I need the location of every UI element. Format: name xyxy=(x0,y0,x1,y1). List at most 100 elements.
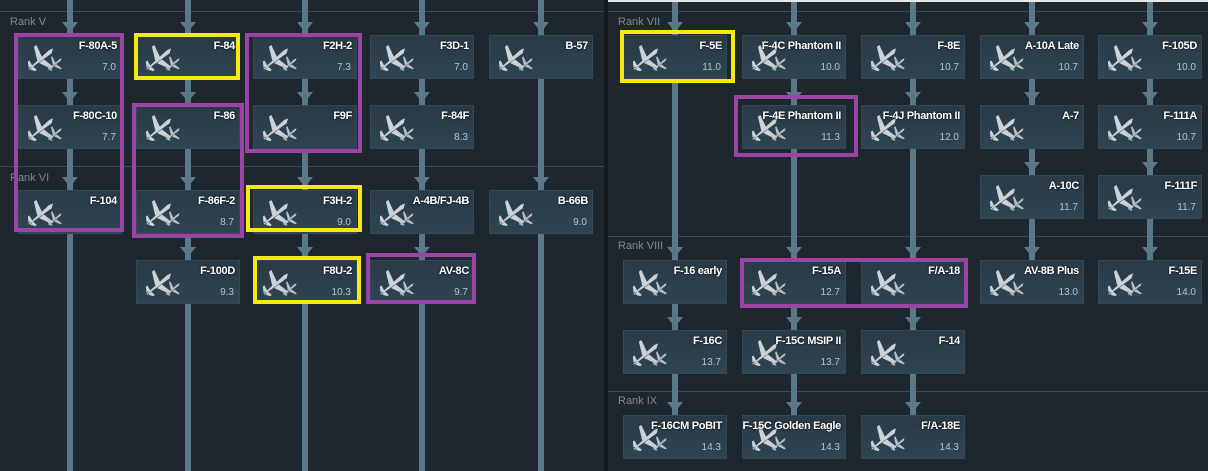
vehicle-card[interactable]: F-84 xyxy=(136,35,240,79)
vehicle-name: F-15C Golden Eagle xyxy=(742,420,841,432)
arrow-down-icon xyxy=(905,92,921,102)
arrow-down-icon xyxy=(905,317,921,327)
arrow-down-icon xyxy=(786,317,802,327)
vehicle-name: AV-8B Plus xyxy=(1024,265,1079,277)
aircraft-icon xyxy=(379,44,414,72)
arrow-down-icon xyxy=(180,22,196,32)
aircraft-icon xyxy=(498,44,533,72)
vehicle-card[interactable]: F9F xyxy=(253,105,357,149)
aircraft-icon xyxy=(379,269,414,297)
aircraft-icon xyxy=(989,114,1024,142)
arrow-down-icon xyxy=(180,247,196,257)
vehicle-name: F-16CM PoBIT xyxy=(651,420,722,432)
vehicle-name: F-15C MSIP II xyxy=(775,335,841,347)
vehicle-name: F-84 xyxy=(213,40,236,52)
battle-rating: 7.0 xyxy=(102,62,116,73)
vehicle-card[interactable]: F-16 early xyxy=(623,260,727,304)
aircraft-icon xyxy=(27,114,62,142)
tree-connector-line xyxy=(419,0,425,471)
battle-rating: 11.3 xyxy=(821,132,840,143)
vehicle-name: F-14 xyxy=(938,335,961,347)
aircraft-icon xyxy=(870,269,905,297)
vehicle-card[interactable]: B-57 xyxy=(489,35,593,79)
vehicle-card[interactable]: F-80A-5 7.0 xyxy=(18,35,122,79)
aircraft-icon xyxy=(262,269,297,297)
vehicle-card[interactable]: F/A-18 xyxy=(861,260,965,304)
rank-label: Rank VIII xyxy=(618,240,664,252)
vehicle-name: F/A-18 xyxy=(928,265,960,277)
vehicle-name: A-10A Late xyxy=(1024,40,1079,52)
arrow-down-icon xyxy=(297,22,313,32)
vehicle-card[interactable]: F-86 xyxy=(136,105,240,149)
aircraft-icon xyxy=(262,44,297,72)
aircraft-icon xyxy=(870,44,905,72)
battle-rating: 13.7 xyxy=(820,357,840,368)
aircraft-icon xyxy=(1107,44,1142,72)
arrow-down-icon xyxy=(905,22,921,32)
battle-rating: 10.0 xyxy=(820,62,840,73)
vehicle-name: A-10C xyxy=(1048,180,1080,192)
vehicle-name: F-80A-5 xyxy=(78,40,118,52)
aircraft-icon xyxy=(632,339,667,367)
arrow-down-icon xyxy=(62,92,78,102)
arrow-down-icon xyxy=(786,92,802,102)
vehicle-card[interactable]: F-15C MSIP II 13.7 xyxy=(742,330,846,374)
vehicle-name: F-104 xyxy=(89,195,118,207)
battle-rating: 11.0 xyxy=(702,62,721,73)
rank-divider xyxy=(608,11,1208,12)
aircraft-icon xyxy=(989,269,1024,297)
aircraft-icon xyxy=(632,424,667,452)
aircraft-icon xyxy=(751,424,786,452)
battle-rating: 12.7 xyxy=(820,287,840,298)
arrow-down-icon xyxy=(414,22,430,32)
vehicle-name: F-111F xyxy=(1164,180,1198,192)
vehicle-name: F-111A xyxy=(1163,110,1197,122)
battle-rating: 10.0 xyxy=(1176,62,1196,73)
battle-rating: 9.0 xyxy=(573,217,587,228)
aircraft-icon xyxy=(632,269,667,297)
arrow-down-icon xyxy=(1024,162,1040,172)
vehicle-name: F-8E xyxy=(937,40,960,52)
tree-connector-line xyxy=(67,0,73,471)
aircraft-icon xyxy=(1107,184,1142,212)
vehicle-card[interactable]: F-14 xyxy=(861,330,965,374)
vehicle-card[interactable]: F-104 xyxy=(18,190,122,234)
rank-label: Rank VII xyxy=(618,16,661,28)
battle-rating: 10.7 xyxy=(1176,132,1196,143)
vehicle-card[interactable]: F-15A 12.7 xyxy=(742,260,846,304)
vehicle-name: F8U-2 xyxy=(322,265,352,277)
vehicle-name: F-15A xyxy=(811,265,841,277)
battle-rating: 14.3 xyxy=(939,442,959,453)
vehicle-card[interactable]: A-4B/FJ-4B xyxy=(370,190,474,234)
arrow-down-icon xyxy=(1142,22,1158,32)
vehicle-card[interactable]: F-111A 10.7 xyxy=(1098,105,1202,149)
battle-rating: 14.0 xyxy=(1176,287,1196,298)
vehicle-card[interactable]: A-7 xyxy=(980,105,1084,149)
